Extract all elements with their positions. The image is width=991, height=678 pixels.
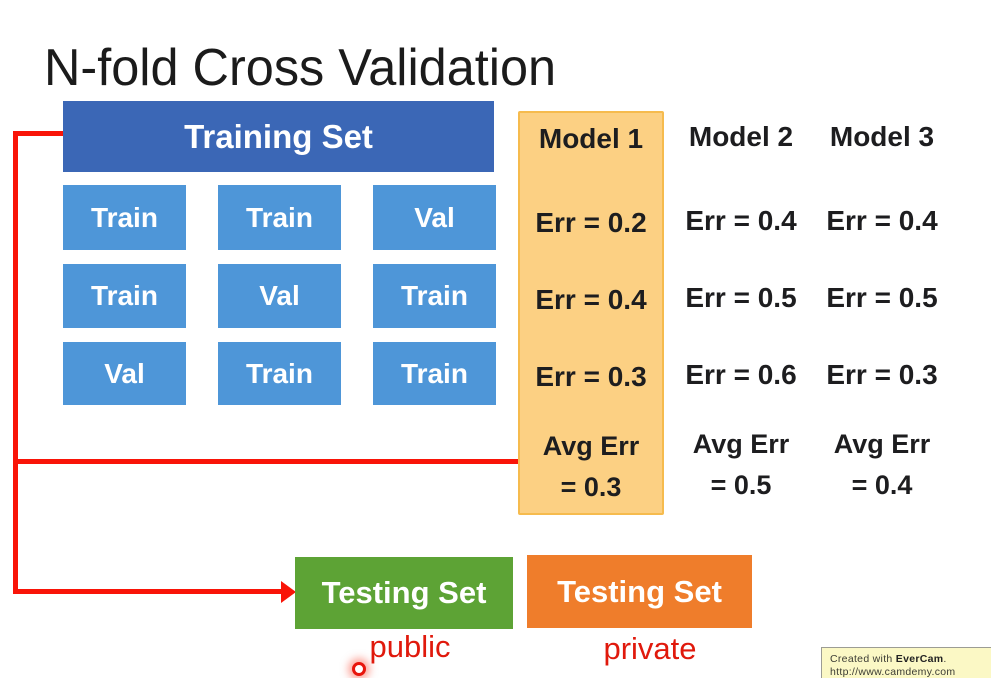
model-1-avg-label: Avg Err	[542, 431, 640, 461]
model-3-error-3: Err = 0.3	[826, 359, 938, 390]
model-3-avg-error: Avg Err = 0.4	[809, 424, 955, 506]
fold-cell-r1c2: Train	[218, 185, 341, 250]
model-2-error-2: Err = 0.5	[685, 282, 797, 313]
watermark-url: http://www.camdemy.com	[830, 666, 956, 678]
model-2-error-3: Err = 0.6	[685, 359, 797, 390]
fold-cell-r2c3: Train	[373, 264, 496, 328]
model-3-title: Model 3	[829, 121, 935, 152]
cursor-indicator	[352, 662, 366, 676]
fold-cell-r2c1: Train	[63, 264, 186, 328]
fold-cell-r1c3: Val	[373, 185, 496, 250]
training-set-label: Training Set	[184, 117, 373, 155]
connector-line-vertical	[13, 131, 18, 594]
model-3-error-2: Err = 0.5	[826, 282, 938, 313]
model-1-error-1: Err = 0.2	[535, 207, 647, 238]
testing-set-private-box: Testing Set	[527, 555, 752, 628]
model-2-error-1: Err = 0.4	[685, 205, 797, 236]
model-3-error-1: Err = 0.4	[826, 205, 938, 236]
private-caption: private	[603, 631, 697, 666]
model-2-avg-value: = 0.5	[710, 470, 772, 500]
model-1-error-2: Err = 0.4	[535, 284, 647, 315]
model-1-avg-value: = 0.3	[560, 472, 622, 502]
fold-cell-r3c1: Val	[63, 342, 186, 405]
connector-line-to-testing	[13, 589, 283, 594]
fold-cell-r3c3: Train	[373, 342, 496, 405]
public-caption: public	[369, 629, 451, 664]
testing-set-private-label: Testing Set	[557, 573, 722, 609]
connector-line-to-model1	[13, 459, 518, 464]
model-1-column-highlighted: Model 1 Err = 0.2 Err = 0.4 Err = 0.3 Av…	[518, 111, 664, 515]
arrow-right-icon	[281, 581, 296, 603]
model-1-error-3: Err = 0.3	[535, 361, 647, 392]
watermark-suffix: .	[943, 653, 947, 665]
fold-cell-r1c1: Train	[63, 185, 186, 250]
model-2-avg-label: Avg Err	[692, 429, 790, 459]
watermark-brand: EverCam	[895, 653, 944, 665]
model-1-title: Model 1	[538, 123, 644, 154]
model-3-avg-label: Avg Err	[833, 429, 931, 459]
evercam-watermark: Created with EverCam. http://www.camdemy…	[821, 647, 991, 678]
fold-cell-r2c2: Val	[218, 264, 341, 328]
testing-set-public-label: Testing Set	[321, 575, 487, 610]
model-2-column: Model 2 Err = 0.4 Err = 0.5 Err = 0.6 Av…	[668, 111, 814, 515]
model-1-avg-error: Avg Err = 0.3	[520, 426, 662, 508]
watermark-prefix: Created with	[830, 653, 896, 665]
model-2-avg-error: Avg Err = 0.5	[668, 424, 814, 506]
page-title: N-fold Cross Validation	[44, 38, 557, 97]
model-3-column: Model 3 Err = 0.4 Err = 0.5 Err = 0.3 Av…	[809, 111, 955, 515]
fold-cell-r3c2: Train	[218, 342, 341, 405]
model-3-avg-value: = 0.4	[851, 470, 913, 500]
training-set-box: Training Set	[63, 101, 494, 172]
connector-line-top	[13, 131, 65, 136]
model-2-title: Model 2	[688, 121, 794, 152]
testing-set-public-box: Testing Set	[295, 557, 513, 629]
